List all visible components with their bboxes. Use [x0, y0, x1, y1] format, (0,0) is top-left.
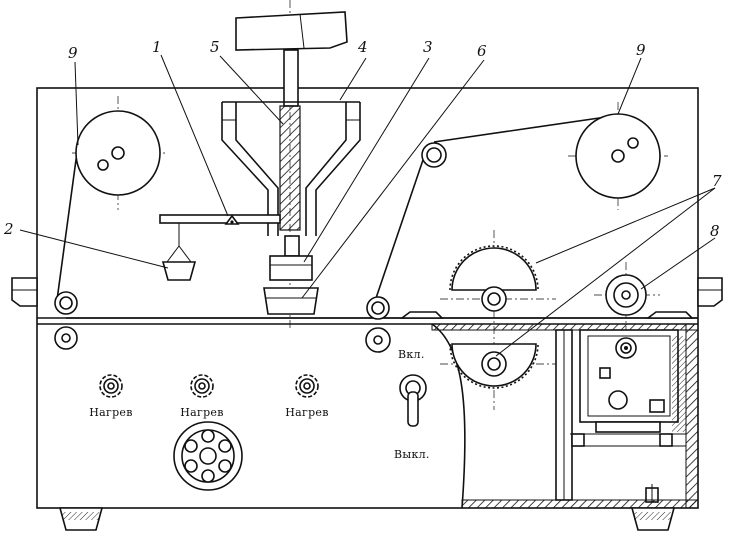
callout-4: 4: [357, 38, 368, 56]
heater-knob-3[interactable]: [295, 374, 319, 398]
anvil-6: [263, 287, 319, 315]
press-handle: [235, 11, 348, 51]
roller-left-upper: [54, 291, 78, 315]
callout-5: 5: [210, 38, 220, 56]
power-switch-lever[interactable]: [407, 391, 419, 427]
roller-mid-lower: [365, 327, 391, 353]
heater-label-3: Нагрев: [285, 406, 328, 419]
cutaway-boundary: [431, 323, 466, 509]
heater-knob-1[interactable]: [99, 374, 123, 398]
gear-sector-lower: [449, 343, 539, 389]
heater-label-2: Нагрев: [180, 406, 223, 419]
screw-5: [279, 105, 301, 231]
callout-2: 2: [3, 220, 14, 238]
guide-rollers: [54, 142, 447, 353]
weight-2: [161, 261, 197, 281]
handwheel[interactable]: [173, 421, 243, 491]
callout-8: 8: [710, 222, 720, 240]
power-switch[interactable]: [399, 374, 427, 427]
press-assembly: [159, 11, 361, 315]
leader-lines: [19, 54, 716, 357]
callout-9-right: 9: [636, 41, 646, 59]
gear-sector-upper: [449, 245, 539, 312]
roller-mid-upper: [366, 296, 390, 320]
cutaway-section: [431, 323, 699, 509]
switch-off-label: Выкл.: [394, 448, 430, 461]
callout-3: 3: [423, 38, 433, 56]
heater-label-1: Нагрев: [89, 406, 132, 419]
roller-8: [605, 274, 647, 316]
callout-labels: 9 1 5 4 3 6 9 2 7 8: [3, 38, 722, 240]
table-plate-left: [399, 311, 444, 319]
callout-1: 1: [152, 38, 162, 56]
right-handle: [697, 277, 723, 307]
roller-top: [421, 142, 447, 168]
supply-reel: [75, 110, 161, 196]
callout-9-left: 9: [68, 44, 78, 62]
roller-left-lower: [54, 326, 78, 350]
left-handle: [11, 277, 38, 307]
switch-on-label: Вкл.: [398, 348, 425, 361]
table-plate-right: [645, 311, 694, 319]
panel-captions: Нагрев Нагрев Нагрев Вкл. Выкл.: [89, 348, 429, 461]
takeup-reel: [575, 113, 661, 199]
heater-knob-2[interactable]: [190, 374, 214, 398]
callout-6: 6: [477, 42, 487, 60]
lever-1: [159, 214, 281, 224]
callout-7: 7: [712, 172, 722, 190]
